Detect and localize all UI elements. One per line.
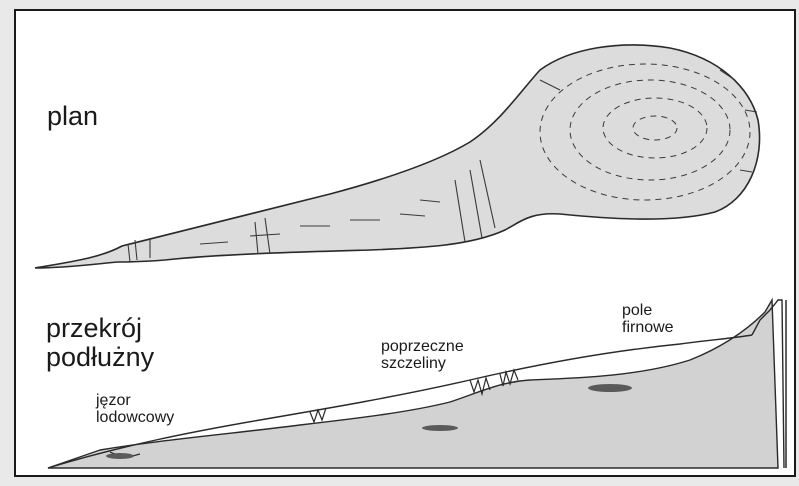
firn-field-label: pole firnowe <box>622 302 674 337</box>
glacier-tongue-line2: lodowcowy <box>96 409 174 426</box>
section-label-line1: przekrój <box>46 314 154 343</box>
section-label-line2: podłużny <box>46 343 154 372</box>
glacier-tongue-line1: jęzor <box>96 392 174 409</box>
plan-label: plan <box>47 102 98 131</box>
transverse-crevasses-label: poprzeczne szczeliny <box>381 338 464 373</box>
section-label: przekrój podłużny <box>46 314 154 372</box>
transverse-crevasses-line1: poprzeczne <box>381 338 464 355</box>
glacier-tongue-label: jęzor lodowcowy <box>96 392 174 427</box>
firn-field-line1: pole <box>622 302 674 319</box>
firn-field-line2: firnowe <box>622 319 674 336</box>
transverse-crevasses-line2: szczeliny <box>381 355 464 372</box>
